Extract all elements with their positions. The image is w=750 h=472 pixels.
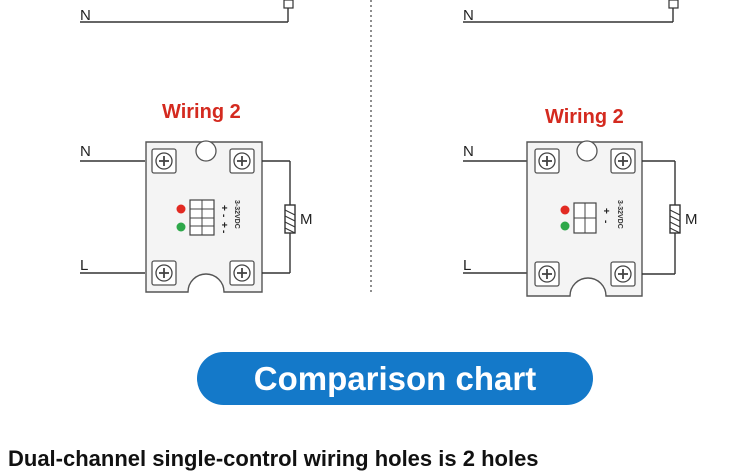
left-red-led-icon (176, 204, 186, 214)
right-load-label: M (685, 211, 698, 228)
left-coil-icon (284, 204, 296, 234)
left-l-label: L (80, 257, 88, 274)
right-l-label: L (463, 257, 471, 274)
left-screw-icon-tl (151, 148, 177, 174)
left-n-label: N (80, 143, 91, 160)
left-pin-0: + (218, 205, 229, 211)
right-red-led-icon (560, 205, 570, 215)
right-voltage-label: 3-32VDC (616, 200, 623, 229)
right-pin-0: + (600, 208, 611, 214)
left-top-n-label: N (80, 7, 91, 24)
left-pin-2: + (218, 222, 229, 228)
left-screw-icon-br (229, 260, 255, 286)
left-pin-1: - (218, 214, 229, 217)
left-voltage-label: 3-32VDC (233, 200, 240, 229)
left-top-coil-icon (283, 0, 294, 9)
right-screw-icon-tr (610, 148, 636, 174)
right-panel: N Wiring 2 N L + - 3-32VDC M (463, 0, 698, 297)
right-top-n-label: N (463, 7, 474, 24)
left-screw-icon-bl (151, 260, 177, 286)
left-title: Wiring 2 (162, 101, 241, 123)
right-green-led-icon (560, 221, 570, 231)
right-screw-icon-bl (534, 261, 560, 287)
left-panel: N Wiring 2 N L + - + - 3-32VDC (80, 0, 313, 293)
right-pin-1: - (600, 220, 611, 223)
right-top-coil-icon (668, 0, 679, 9)
comparison-chart-banner: Comparison chart (197, 352, 593, 405)
left-green-led-icon (176, 222, 186, 232)
right-title: Wiring 2 (545, 106, 624, 128)
left-load-label: M (300, 211, 313, 228)
right-screw-icon-br (610, 261, 636, 287)
left-pin-3: - (218, 230, 229, 233)
right-screw-icon-tl (534, 148, 560, 174)
right-coil-icon (669, 204, 681, 234)
left-screw-icon-tr (229, 148, 255, 174)
caption: Dual-channel single-control wiring holes… (8, 446, 539, 471)
right-n-label: N (463, 143, 474, 160)
